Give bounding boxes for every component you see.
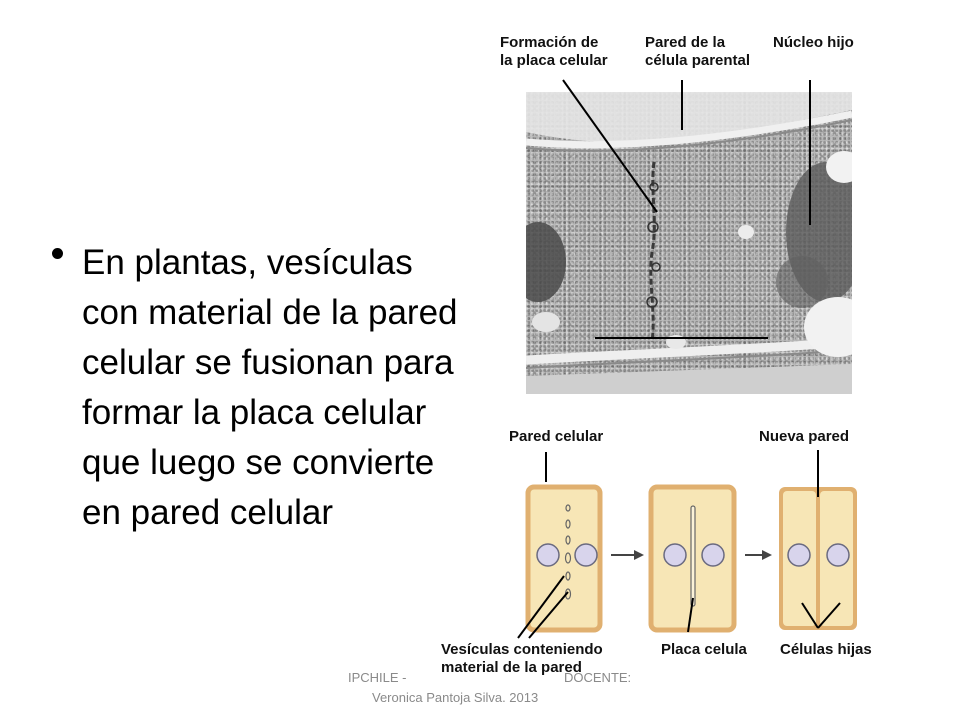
label-parent-wall-2: célula parental bbox=[645, 52, 751, 69]
label-plate-formation-1: Formación de bbox=[500, 34, 599, 51]
label-new-wall: Nueva pared bbox=[759, 428, 850, 445]
label-vesicles-1: Vesículas conteniendo bbox=[441, 641, 603, 658]
label-plate-formation-2: la placa celular bbox=[500, 52, 608, 69]
footer-part-1: IPCHILE - bbox=[348, 670, 407, 685]
label-daughter-nucleus: Núcleo hijo bbox=[773, 34, 854, 51]
stage-cell-plate-cell bbox=[648, 484, 737, 633]
bullet-point-marker bbox=[52, 248, 63, 259]
stage-vesicles-cell bbox=[525, 484, 603, 633]
label-daughter-cells: Células hijas bbox=[780, 641, 872, 658]
label-cell-plate: Placa celula bbox=[661, 641, 747, 658]
label-cell-wall: Pared celular bbox=[509, 428, 604, 445]
label-parent-wall-1: Pared de la bbox=[645, 34, 726, 51]
bullet-text: En plantas, vesículas con material de la… bbox=[82, 243, 458, 532]
label-vesicles-2: material de la pared bbox=[441, 659, 582, 676]
stage-daughter-cells bbox=[779, 487, 857, 630]
footer-line-2: Veronica Pantoja Silva. 2013 bbox=[372, 690, 539, 705]
footer-part-2: DOCENTE: bbox=[564, 670, 632, 685]
